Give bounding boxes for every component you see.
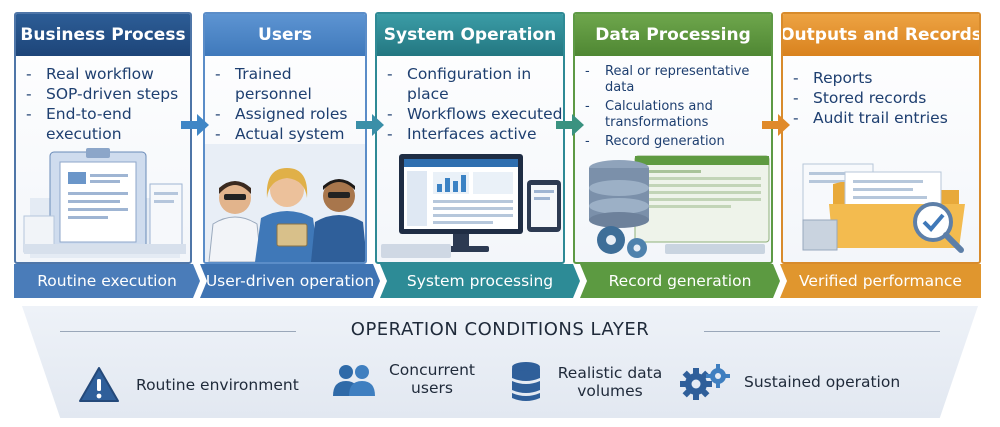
- stage-item: Stored records: [793, 88, 979, 108]
- condition-label: Sustained operation: [744, 373, 901, 391]
- bar-system-processing: System processing: [380, 264, 580, 298]
- condition-realistic-data-volumes: Realistic data volumes: [510, 360, 668, 404]
- stage-item: SOP-driven steps: [26, 84, 190, 104]
- stage-item: Record generation: [585, 134, 771, 150]
- condition-concurrent-users: Concurrent users: [332, 360, 478, 398]
- chevron-right-icon: [193, 264, 207, 298]
- arrow-right-icon: [556, 114, 584, 136]
- bar-user-driven-operation: User-driven operation: [200, 264, 380, 298]
- bar-verified-performance: Verified performance: [780, 264, 981, 298]
- data-server-illustration: [589, 155, 770, 258]
- chevron-right-icon: [773, 264, 787, 298]
- stage-items: Reports Stored records Audit trail entri…: [783, 56, 979, 128]
- stage-items: Real or representative data Calculations…: [575, 56, 771, 150]
- stage-item: Calculations and transformations: [585, 99, 771, 131]
- condition-sustained-operation: Sustained operation: [680, 362, 900, 402]
- bar-routine-execution: Routine execution: [14, 264, 200, 298]
- arrow-right-icon: [762, 114, 790, 136]
- chevron-right-icon: [373, 264, 387, 298]
- stage-item: Trained personnel: [215, 64, 365, 104]
- operation-conditions-layer: [22, 306, 978, 418]
- stage-item: Reports: [793, 68, 979, 88]
- stage-items: Configuration in place Workflows execute…: [377, 56, 563, 144]
- stage-title: System Operation: [377, 14, 563, 56]
- condition-label: Realistic data volumes: [557, 364, 663, 400]
- divider: [704, 331, 940, 332]
- stage-business-process: Business Process Real workflow SOP-drive…: [14, 12, 192, 264]
- users-illustration: [205, 144, 365, 262]
- records-folder-illustration: [802, 163, 965, 253]
- stage-outputs-and-records: Outputs and Records Reports Stored recor…: [781, 12, 981, 264]
- stage-item: Real or representative data: [585, 64, 771, 96]
- stage-title: Data Processing: [575, 14, 771, 56]
- users-icon: [333, 365, 375, 396]
- process-documents-illustration: [23, 148, 186, 258]
- stage-title: Outputs and Records: [783, 14, 979, 56]
- stage-item: Workflows executed: [387, 104, 563, 124]
- stage-title: Business Process: [16, 14, 190, 56]
- stage-item: Interfaces active: [387, 124, 563, 144]
- stage-data-processing: Data Processing Real or representative d…: [573, 12, 773, 264]
- database-icon: [512, 362, 540, 401]
- chevron-right-icon: [573, 264, 587, 298]
- bar-record-generation: Record generation: [580, 264, 780, 298]
- arrow-right-icon: [356, 114, 384, 136]
- arrow-right-icon: [181, 114, 209, 136]
- condition-routine-environment: Routine environment: [78, 366, 299, 404]
- layer-title: OPERATION CONDITIONS LAYER: [350, 319, 650, 340]
- stage-item: Configuration in place: [387, 64, 563, 104]
- stage-users: Users Trained personnel Assigned roles A…: [203, 12, 367, 264]
- condition-label: Routine environment: [136, 376, 299, 394]
- condition-label: Concurrent users: [388, 361, 476, 397]
- stage-title: Users: [205, 14, 365, 56]
- computer-monitor-illustration: [381, 154, 561, 258]
- stage-item: Assigned roles: [215, 104, 365, 124]
- gears-icon: [680, 364, 730, 400]
- stage-item: End-to-end execution: [26, 104, 190, 144]
- stage-item: Audit trail entries: [793, 108, 979, 128]
- stage-system-operation: System Operation Configuration in place …: [375, 12, 565, 264]
- warning-icon: [79, 367, 119, 402]
- divider: [60, 331, 296, 332]
- stage-item: Real workflow: [26, 64, 190, 84]
- stage-items: Real workflow SOP-driven steps End-to-en…: [16, 56, 190, 144]
